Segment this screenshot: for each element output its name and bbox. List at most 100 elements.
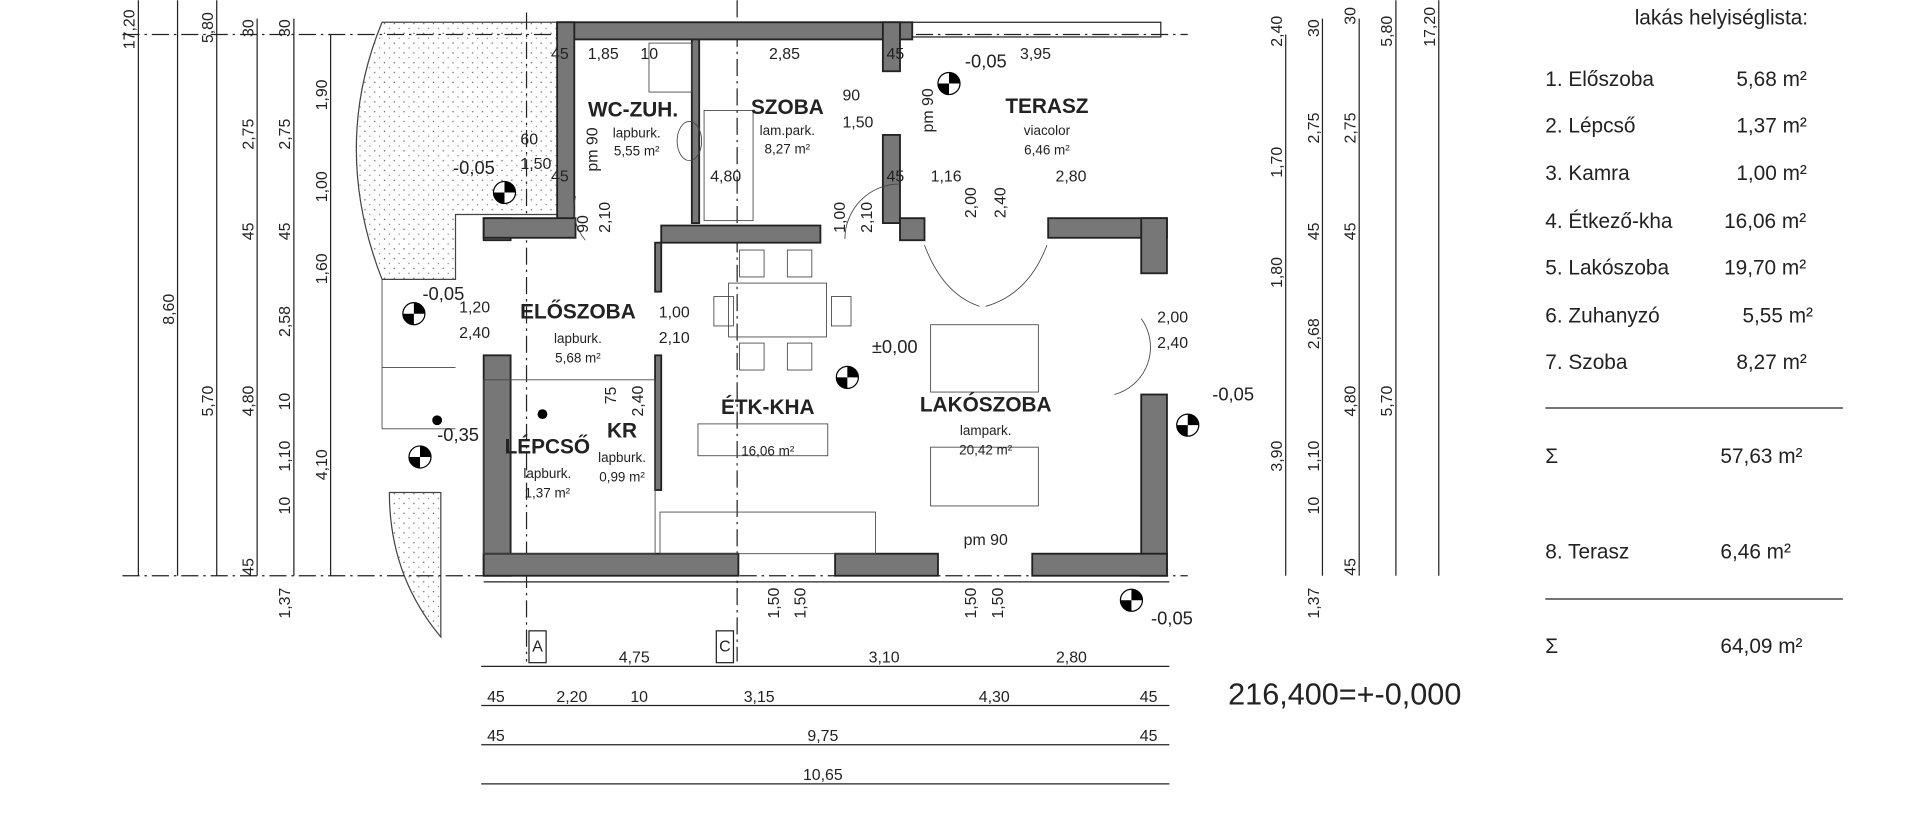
svg-text:4,10: 4,10	[314, 449, 331, 480]
svg-text:45: 45	[1140, 689, 1158, 706]
svg-text:lapburk.: lapburk.	[523, 466, 571, 481]
level-label: -0,05	[965, 51, 1007, 72]
svg-text:3,95: 3,95	[1020, 46, 1051, 63]
svg-text:1,85: 1,85	[588, 46, 619, 63]
svg-text:7. Szoba: 7. Szoba	[1545, 351, 1628, 374]
svg-text:1,00: 1,00	[832, 202, 849, 233]
svg-text:90: 90	[842, 88, 860, 105]
right-dimensions: 2,40 1,70 1,80 3,90 1,37 30 2,75 45 2,68…	[1269, 7, 1439, 619]
svg-text:10,65: 10,65	[803, 767, 843, 784]
svg-text:75: 75	[603, 386, 620, 404]
svg-text:1,10: 1,10	[1306, 441, 1323, 472]
svg-text:2,20: 2,20	[556, 689, 587, 706]
level-label: -0,05	[453, 157, 495, 178]
svg-text:TERASZ: TERASZ	[1005, 95, 1088, 118]
svg-text:SZOBA: SZOBA	[751, 96, 824, 119]
svg-text:5,55 m²: 5,55 m²	[1742, 304, 1813, 327]
svg-text:45: 45	[240, 558, 257, 576]
svg-text:1,10: 1,10	[277, 441, 294, 472]
svg-text:2,80: 2,80	[1056, 650, 1087, 667]
walls	[482, 21, 1170, 583]
svg-text:6. Zuhanyzó: 6. Zuhanyzó	[1545, 304, 1659, 327]
svg-text:8,27 m²: 8,27 m²	[765, 141, 811, 156]
svg-text:1,50: 1,50	[520, 156, 551, 173]
svg-text:6,46 m²: 6,46 m²	[1024, 143, 1070, 158]
svg-text:8. Terasz: 8. Terasz	[1545, 541, 1629, 564]
svg-text:Σ: Σ	[1545, 635, 1558, 658]
room-labels: WC-ZUH. lapburk. 5,55 m² SZOBA lam.park.…	[505, 95, 1089, 500]
svg-text:1,00 m²: 1,00 m²	[1736, 162, 1807, 185]
svg-text:viacolor: viacolor	[1024, 123, 1071, 138]
svg-text:45: 45	[1343, 558, 1360, 576]
svg-text:3,10: 3,10	[869, 650, 900, 667]
svg-text:1,37: 1,37	[1306, 587, 1323, 618]
svg-text:4,80: 4,80	[240, 385, 257, 416]
svg-text:8,27 m²: 8,27 m²	[1736, 351, 1807, 374]
svg-text:0,99 m²: 0,99 m²	[599, 469, 645, 484]
svg-text:2. Lépcső: 2. Lépcső	[1545, 114, 1635, 137]
svg-text:1,50: 1,50	[766, 587, 783, 618]
svg-text:WC-ZUH.: WC-ZUH.	[588, 99, 678, 122]
planting-area	[388, 491, 442, 639]
planting-area	[355, 21, 558, 281]
svg-text:90: 90	[575, 215, 592, 233]
svg-text:2,75: 2,75	[240, 119, 257, 150]
left-dimensions: 17,20 8,60 5,80 5,70 30 2,75 45 4,80 45 …	[122, 9, 331, 618]
level-label: -0,05	[1151, 608, 1193, 629]
svg-text:57,63 m²: 57,63 m²	[1720, 445, 1802, 468]
level-markers	[402, 71, 1200, 612]
svg-text:16,06 m²: 16,06 m²	[1724, 210, 1806, 233]
svg-text:1,37: 1,37	[277, 587, 294, 618]
svg-text:1,80: 1,80	[1269, 257, 1286, 288]
svg-text:45: 45	[277, 222, 294, 240]
svg-text:5,80: 5,80	[1379, 16, 1396, 47]
svg-text:30: 30	[277, 19, 294, 37]
svg-text:16,06 m²: 16,06 m²	[741, 444, 795, 459]
svg-text:45: 45	[240, 222, 257, 240]
svg-text:8,60: 8,60	[161, 294, 178, 325]
svg-text:2,10: 2,10	[859, 202, 876, 233]
svg-text:LAKÓSZOBA: LAKÓSZOBA	[920, 393, 1052, 417]
svg-text:2,68: 2,68	[1306, 318, 1323, 349]
svg-text:3,15: 3,15	[744, 689, 775, 706]
svg-text:1,37 m²: 1,37 m²	[525, 485, 571, 500]
svg-text:A: A	[532, 639, 543, 656]
svg-text:17,20: 17,20	[1422, 7, 1439, 47]
svg-text:2,58: 2,58	[277, 306, 294, 337]
svg-text:5. Lakószoba: 5. Lakószoba	[1545, 257, 1669, 280]
level-label: ±0,00	[872, 336, 918, 357]
svg-text:1,90: 1,90	[314, 79, 331, 110]
right-dimension-lines	[1285, 0, 1440, 576]
svg-text:ÉTK-KHA: ÉTK-KHA	[721, 396, 815, 419]
svg-text:45: 45	[1306, 222, 1323, 240]
svg-text:1. Előszoba: 1. Előszoba	[1545, 68, 1654, 91]
svg-text:45: 45	[887, 46, 905, 63]
svg-text:pm 90: pm 90	[585, 127, 602, 171]
svg-text:30: 30	[1306, 19, 1323, 37]
svg-text:2,00: 2,00	[1157, 309, 1188, 326]
svg-text:5,55 m²: 5,55 m²	[614, 144, 660, 159]
svg-text:LÉPCSŐ: LÉPCSŐ	[505, 435, 591, 458]
svg-text:5,70: 5,70	[200, 385, 217, 416]
svg-text:2,75: 2,75	[1343, 112, 1360, 143]
svg-text:2,40: 2,40	[459, 325, 490, 342]
svg-text:2,80: 2,80	[1056, 168, 1087, 185]
svg-text:2,75: 2,75	[277, 119, 294, 150]
svg-text:pm 90: pm 90	[920, 88, 937, 132]
svg-text:2,10: 2,10	[597, 202, 614, 233]
svg-text:pm 90: pm 90	[964, 532, 1008, 549]
svg-text:10: 10	[277, 497, 294, 515]
level-label: -0,05	[422, 283, 464, 304]
svg-text:10: 10	[640, 46, 658, 63]
svg-text:10: 10	[1306, 497, 1323, 515]
svg-text:2,10: 2,10	[659, 330, 690, 347]
svg-text:30: 30	[240, 19, 257, 37]
svg-text:1,16: 1,16	[931, 168, 962, 185]
svg-text:1,00: 1,00	[314, 171, 331, 202]
svg-text:10: 10	[277, 393, 294, 411]
svg-text:5,80: 5,80	[200, 12, 217, 43]
svg-text:2,40: 2,40	[630, 385, 647, 416]
svg-text:4,30: 4,30	[979, 689, 1010, 706]
svg-text:64,09 m²: 64,09 m²	[1720, 635, 1802, 658]
